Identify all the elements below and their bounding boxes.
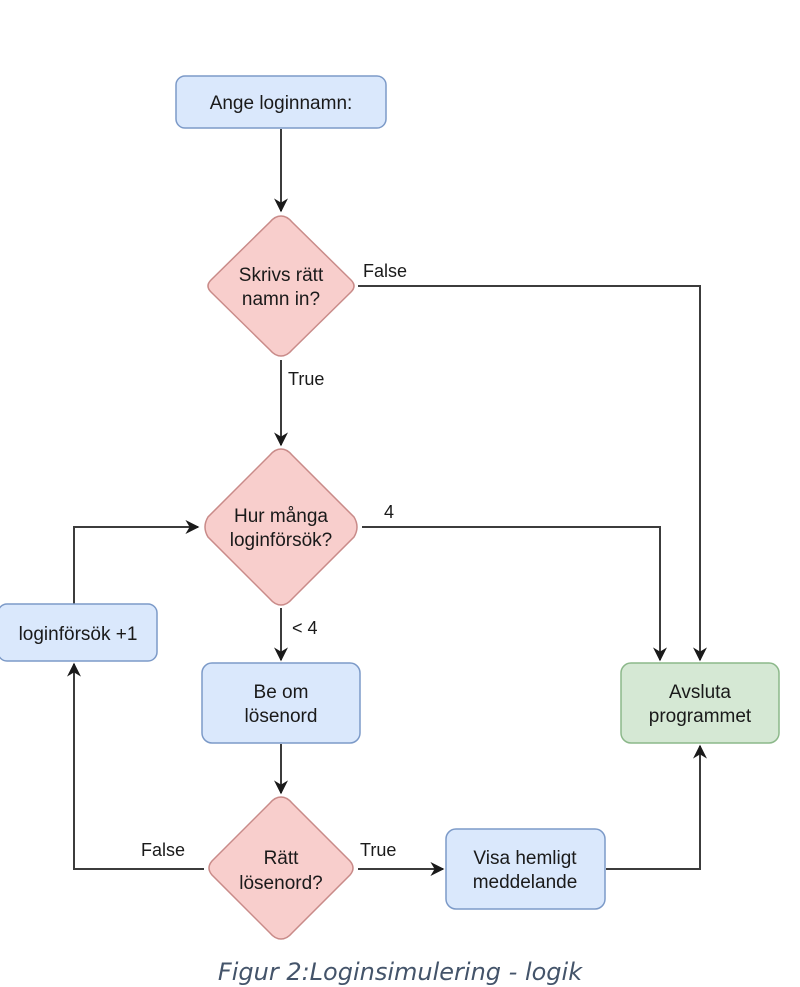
node-label-line-2: meddelande bbox=[473, 872, 578, 893]
figure-caption: Figur 2:Loginsimulering - logik bbox=[217, 958, 583, 986]
node-loginforsok-plus-1: loginförsök +1 bbox=[0, 603, 158, 662]
edge-label-ratt-false: False bbox=[141, 840, 185, 860]
node-label-line-2: programmet bbox=[649, 706, 752, 727]
edge-label-skrivs-false: False bbox=[363, 261, 407, 281]
node-label-line-2: lösenord bbox=[245, 706, 318, 727]
node-label-line-2: loginförsök? bbox=[230, 530, 332, 551]
edge-labels: False True 4 < 4 False True bbox=[141, 261, 407, 860]
node-ange-loginnamn: Ange loginnamn: bbox=[175, 75, 387, 129]
node-label: loginförsök +1 bbox=[19, 624, 138, 645]
node-be-om-losenord: Be om lösenord bbox=[201, 662, 361, 744]
edge-hur-4-to-avsluta bbox=[362, 526, 667, 662]
edge-label-hur-4: 4 bbox=[384, 502, 394, 522]
edge-label-skrivs-true: True bbox=[288, 369, 324, 389]
edge-loginforsok-to-hur bbox=[73, 520, 200, 604]
node-label-line-2: lösenord? bbox=[239, 873, 322, 894]
node-label-line-1: Hur många bbox=[234, 506, 328, 527]
edge-visa-to-avsluta bbox=[606, 744, 707, 870]
node-hur-manga-forsok: Hur många loginförsök? bbox=[204, 448, 358, 606]
node-label-line-1: Visa hemligt bbox=[473, 848, 577, 869]
node-label-line-1: Be om bbox=[254, 682, 309, 703]
node-avsluta-programmet: Avsluta programmet bbox=[620, 662, 780, 744]
node-ratt-losenord: Rätt lösenord? bbox=[208, 796, 354, 940]
node-label-line-1: Avsluta bbox=[669, 682, 731, 703]
edges bbox=[67, 129, 707, 876]
node-label-line-2: namn in? bbox=[242, 289, 320, 310]
node-label-line-1: Rätt bbox=[264, 848, 300, 869]
node-label-line-1: Skrivs rätt bbox=[239, 265, 324, 286]
node-visa-hemligt-meddelande: Visa hemligt meddelande bbox=[445, 828, 606, 910]
edge-skrivs-false-to-avsluta bbox=[358, 285, 707, 662]
node-skrivs-ratt-namn: Skrivs rätt namn in? bbox=[207, 215, 355, 357]
edge-label-ratt-true: True bbox=[360, 840, 396, 860]
edge-label-hur-lt4: < 4 bbox=[292, 618, 318, 638]
node-label: Ange loginnamn: bbox=[210, 93, 353, 114]
edge-ratt-false-to-loginforsok bbox=[67, 662, 204, 870]
